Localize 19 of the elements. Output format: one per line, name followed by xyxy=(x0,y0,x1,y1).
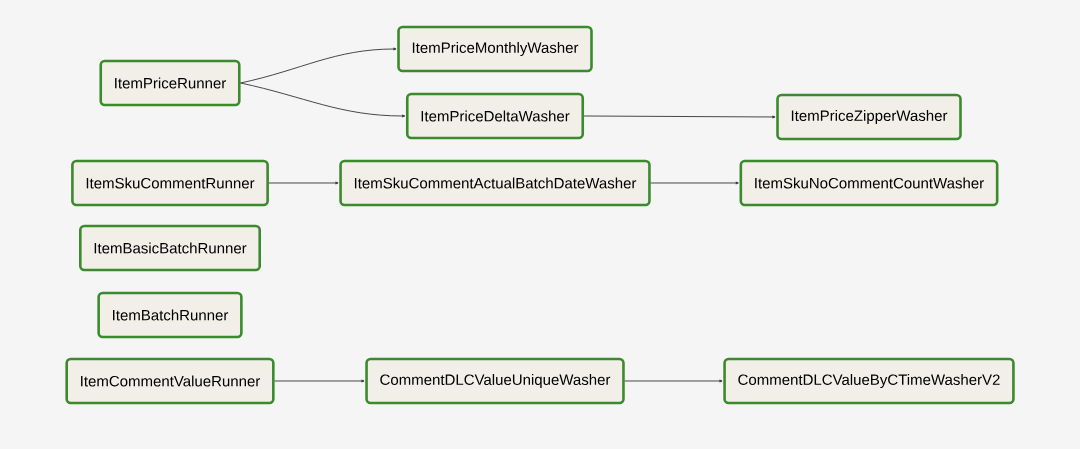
process-box: ItemSkuNoCommentCountWasher xyxy=(739,159,999,207)
arrow xyxy=(268,181,339,185)
process-box: ItemSkuCommentActualBatchDateWasher xyxy=(339,159,651,207)
process-box: ItemPriceMonthlyWasher xyxy=(397,25,593,73)
arrow xyxy=(583,115,776,119)
process-box: ItemBatchRunner xyxy=(97,291,243,339)
process-box: ItemPriceZipperWasher xyxy=(776,93,962,141)
process-box: ItemSkuCommentRunner xyxy=(71,159,269,207)
process-box: CommentDLCValueUniqueWasher xyxy=(365,357,625,405)
process-box: ItemPriceDeltaWasher xyxy=(405,92,585,140)
arrow xyxy=(240,82,406,118)
arrow xyxy=(624,379,723,383)
process-box: ItemPriceRunner xyxy=(99,59,241,107)
process-box: CommentDLCValueByCTimeWasherV2 xyxy=(723,357,1015,405)
arrow xyxy=(650,181,739,185)
process-box: ItemCommentValueRunner xyxy=(65,357,275,405)
arrow xyxy=(240,47,397,84)
process-box: ItemBasicBatchRunner xyxy=(79,224,261,272)
arrow xyxy=(274,379,365,383)
